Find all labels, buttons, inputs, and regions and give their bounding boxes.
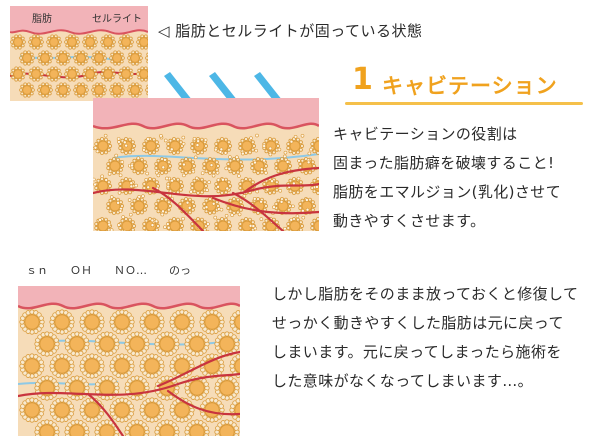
paragraph2-line: しまいます。元に戻ってしまったら施術を [272, 338, 578, 367]
fat-cell-icon [110, 398, 134, 422]
fat-cell-icon [155, 332, 179, 356]
paragraph2-line: しかし脂肪をそのまま放っておくと修復して [272, 280, 578, 309]
fat-cell-icon [35, 376, 59, 400]
fat-cell-icon [137, 67, 148, 81]
fat-cell-icon [200, 310, 224, 334]
fat-cell-icon [140, 354, 164, 378]
fat-cell-icon [95, 332, 119, 356]
fat-cell-icon [140, 310, 164, 334]
fat-cell-icon [137, 35, 148, 49]
sound-effect-text: ｓｎ ＯＨ ＮＯ… のっ [26, 262, 191, 278]
fat-cell-icon [65, 376, 89, 400]
fat-cell-icon [50, 398, 74, 422]
fat-cell-icon [80, 354, 104, 378]
title-underline [345, 102, 583, 105]
fat-cell-icon [65, 332, 89, 356]
small-fat-diagram: 脂肪 セルライト [10, 6, 148, 101]
fat-cell-icon [215, 376, 239, 400]
fat-cell-icon [110, 310, 134, 334]
fat-cell-icon [80, 398, 104, 422]
step-number: 1 [352, 62, 373, 97]
paragraph1-line: キャビテーションの役割は [333, 120, 561, 149]
warning-description: しかし脂肪をそのまま放っておくと修復して せっかく動きやすくした脂肪は元に戻って… [272, 280, 578, 396]
label-cellulite: セルライト [92, 10, 142, 25]
paragraph2-line: せっかく動きやすくした脂肪は元に戻って [272, 309, 578, 338]
fat-cell-icon [110, 354, 134, 378]
cavitation-description: キャビテーションの役割は 固まった脂肪癖を破壊すること! 脂肪をエマルジョン(乳… [333, 120, 561, 236]
fat-cell-icon [125, 376, 149, 400]
diagram-caption: ◁ 脂肪とセルライトが固っている状態 [158, 20, 423, 41]
fat-cell-icon [170, 310, 194, 334]
paragraph2-line: した意味がなくなってしまいます…。 [272, 367, 578, 396]
label-fat: 脂肪 [32, 10, 52, 25]
fat-cell-icon [50, 310, 74, 334]
fat-cell-icon [20, 310, 44, 334]
paragraph1-line: 動きやすくさせます。 [333, 207, 561, 236]
fat-cell-icon [35, 332, 59, 356]
fat-cell-icon [80, 310, 104, 334]
fat-cell-icon [20, 354, 44, 378]
paragraph1-line: 脂肪をエマルジョン(乳化)させて [333, 178, 561, 207]
fat-cell-icon [185, 332, 209, 356]
paragraph1-line: 固まった脂肪癖を破壊すること! [333, 149, 561, 178]
fat-cell-icon [20, 398, 44, 422]
reformed-fat-diagram: ｓｎ ＯＨ ＮＯ… のっ [18, 256, 240, 436]
fat-cell-icon [125, 332, 149, 356]
fat-cell-icon [95, 376, 119, 400]
step-title: キャビテーション [382, 70, 558, 100]
fat-cell-icon [140, 398, 164, 422]
cavitation-diagram [93, 98, 319, 231]
fat-cell-icon [50, 354, 74, 378]
